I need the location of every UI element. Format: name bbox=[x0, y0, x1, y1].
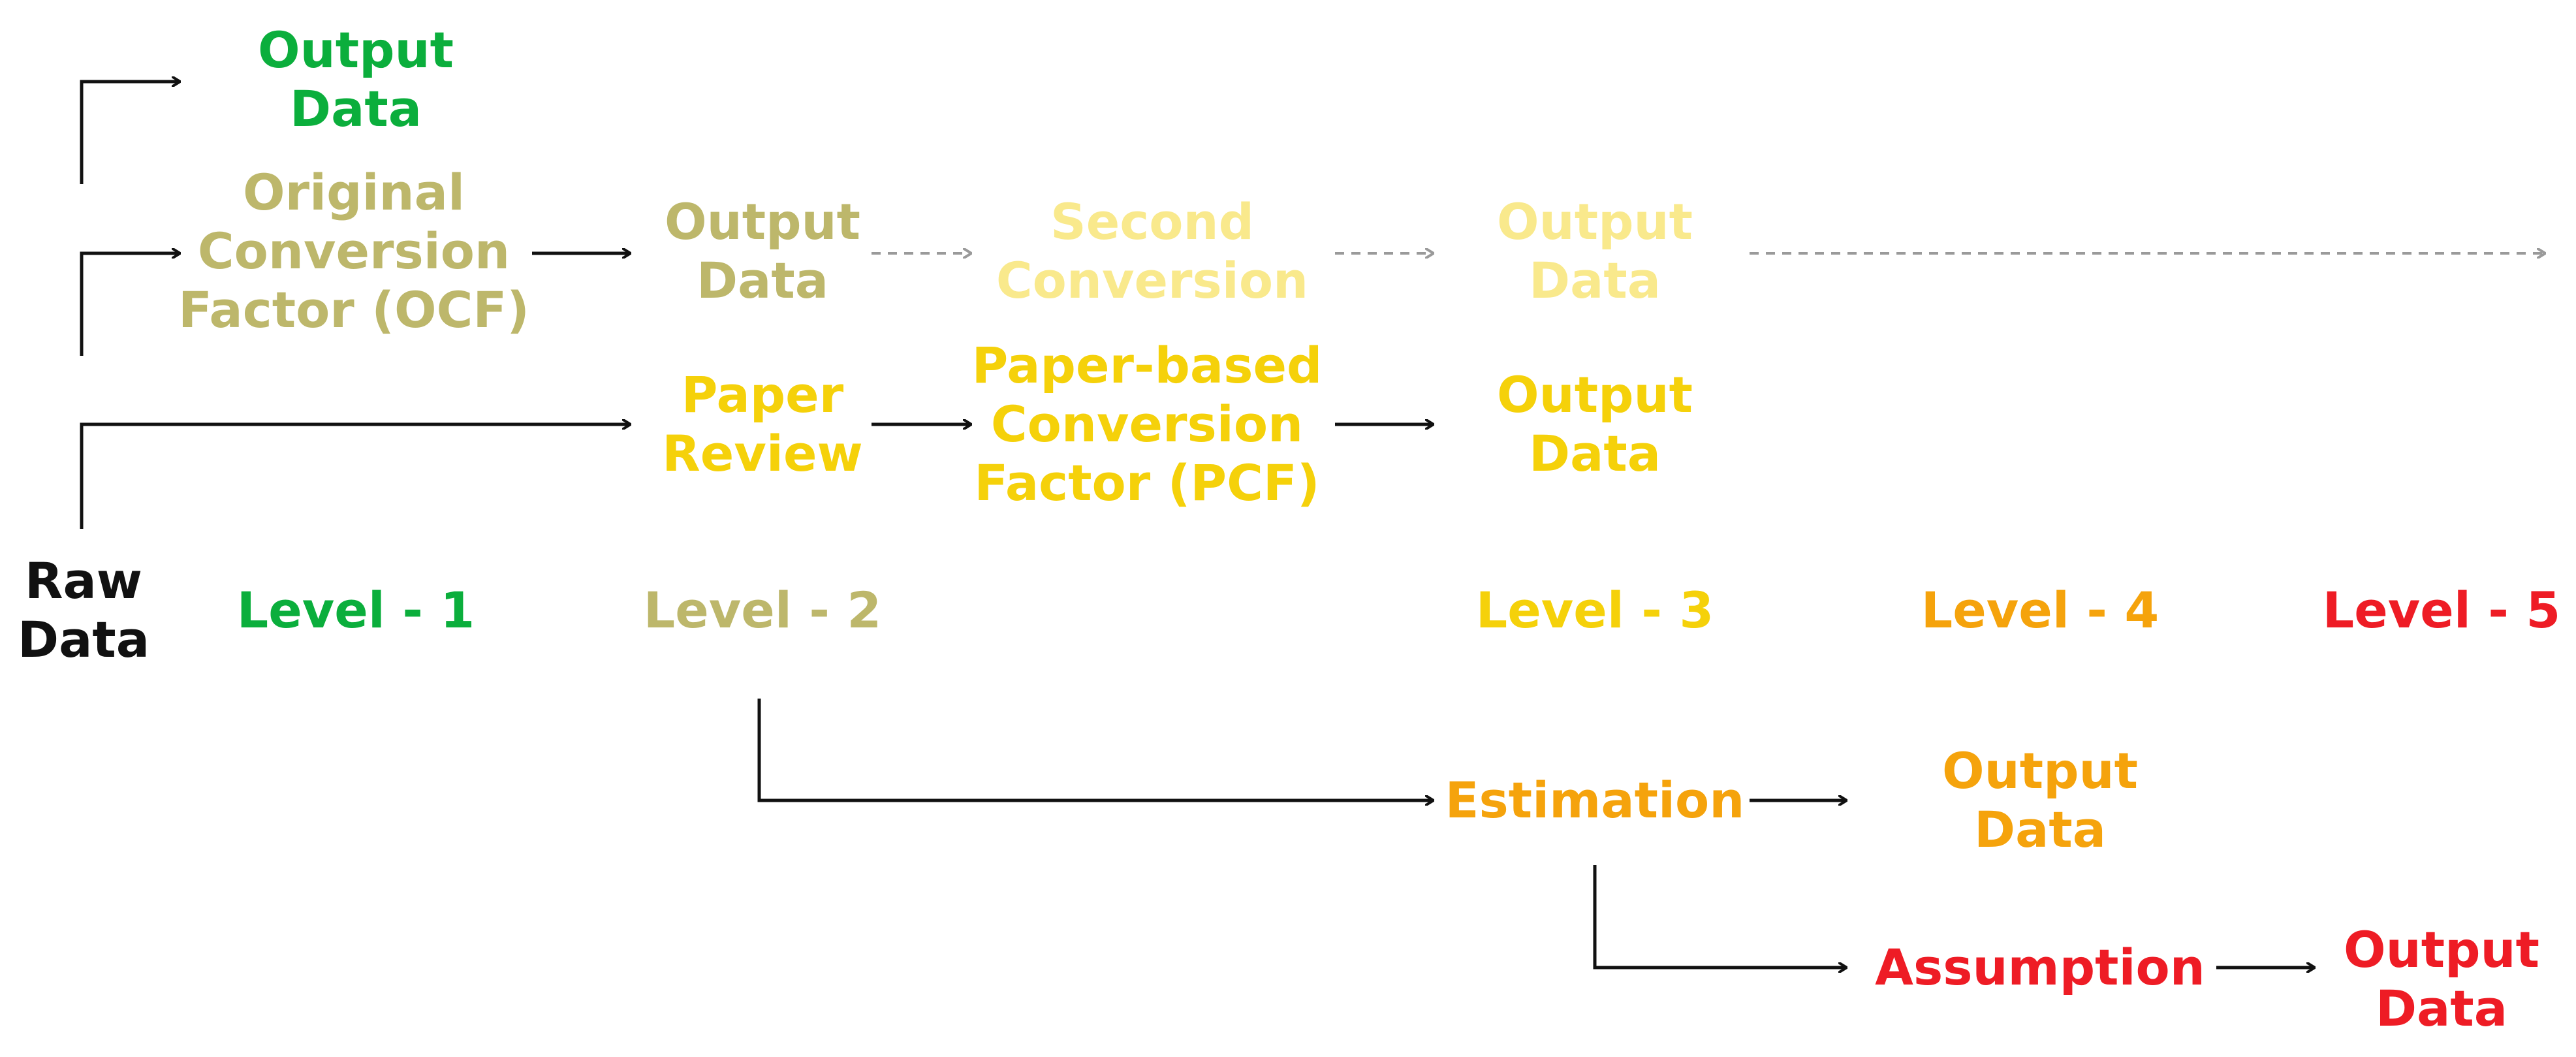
label-line: Data bbox=[696, 251, 828, 309]
label-line: Factor (OCF) bbox=[178, 281, 530, 339]
label-line: Conversion bbox=[197, 222, 510, 280]
connector-estimation-to-assumption bbox=[1593, 865, 1846, 968]
node-estimation: Estimation bbox=[1445, 771, 1745, 830]
label-line: Output bbox=[258, 21, 454, 79]
label-line: Assumption bbox=[1875, 938, 2205, 996]
label-line: Paper-based bbox=[971, 336, 1323, 394]
level-2-label: Level - 2 bbox=[643, 581, 882, 639]
label-line: Data bbox=[289, 80, 422, 138]
label-line: Data bbox=[1528, 251, 1661, 309]
label-line: Data bbox=[1973, 800, 2106, 859]
level-3-label: Level - 3 bbox=[1475, 581, 1714, 639]
connector-raw-to-output-top bbox=[80, 82, 180, 184]
label-line: Original bbox=[242, 163, 465, 221]
level-1-label: Level - 1 bbox=[236, 581, 475, 639]
connector-raw-to-paper-review bbox=[80, 424, 630, 529]
label-line: Conversion bbox=[996, 251, 1309, 309]
label-line: Estimation bbox=[1445, 771, 1745, 829]
label-line: Conversion bbox=[990, 395, 1304, 453]
label-line: Review bbox=[662, 424, 863, 482]
label-line: Paper bbox=[681, 366, 844, 424]
label-line: Output bbox=[665, 193, 860, 251]
connector-level2-to-estimation bbox=[757, 699, 1433, 800]
level-5-label: Level - 5 bbox=[2322, 581, 2561, 639]
label-line: Output bbox=[1497, 366, 1693, 424]
label-line: Data bbox=[1528, 424, 1661, 482]
label-line: Data bbox=[2375, 979, 2507, 1037]
label-line: Raw bbox=[24, 552, 143, 610]
node-assumption: Assumption bbox=[1875, 938, 2205, 997]
label-line: Data bbox=[18, 610, 149, 669]
label-line: Output bbox=[2344, 921, 2539, 979]
label-line: Second bbox=[1050, 193, 1255, 251]
label-line: Output bbox=[1942, 742, 2138, 800]
level-4-label: Level - 4 bbox=[1921, 581, 2160, 639]
label-line: Factor (PCF) bbox=[974, 454, 1320, 512]
label-line: Output bbox=[1497, 193, 1693, 251]
connector-raw-to-ocf bbox=[80, 253, 180, 356]
